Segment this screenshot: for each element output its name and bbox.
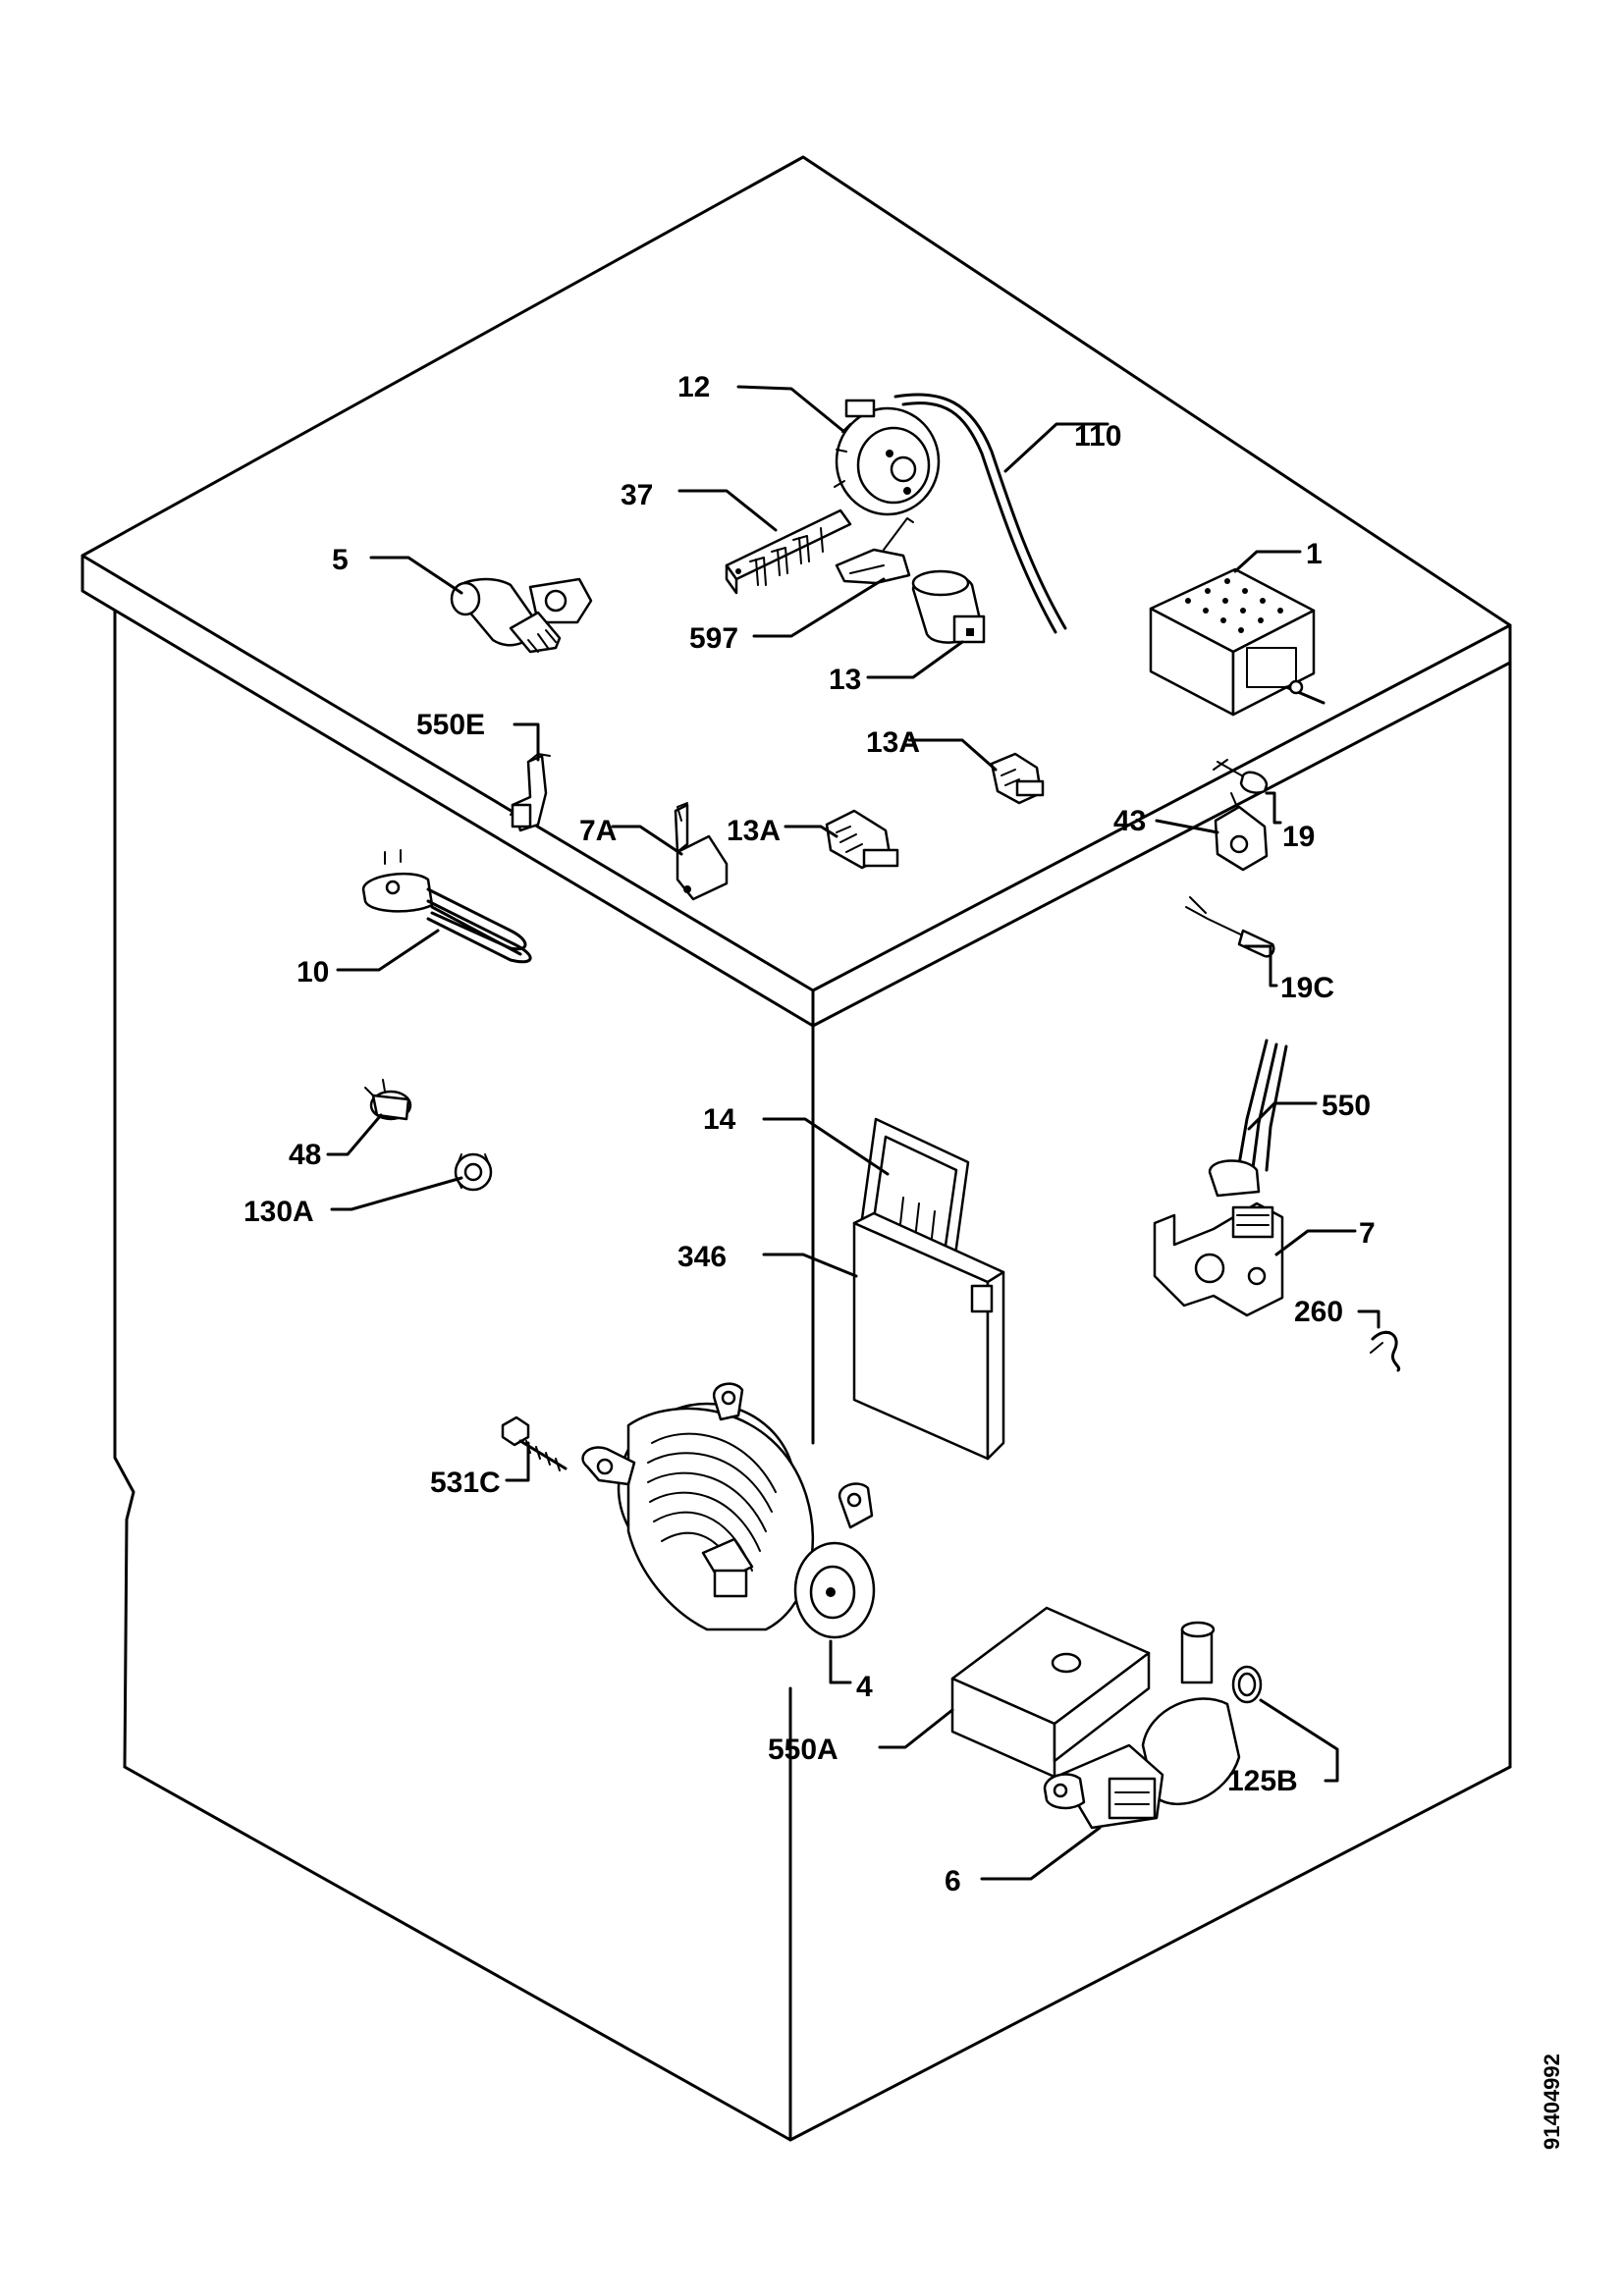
label-part-10: 10	[297, 956, 329, 988]
leader-lines	[326, 385, 1380, 1881]
label-part-12: 12	[677, 371, 710, 403]
label-part-19: 19	[1282, 821, 1315, 853]
inlet-valve	[450, 577, 593, 654]
nut	[454, 1152, 493, 1192]
pressure-switch	[834, 399, 941, 516]
thermostat-assembly	[1185, 759, 1275, 958]
connector-13	[990, 752, 1045, 805]
label-part-48: 48	[289, 1139, 321, 1171]
label-part-4: 4	[856, 1671, 873, 1703]
part-labels: 12 110 37 1 5 597 13 550E 13A 7A 13A 43 …	[243, 371, 1376, 1897]
label-part-7: 7	[1359, 1217, 1376, 1250]
label-part-1: 1	[1306, 538, 1323, 570]
capacitor	[911, 569, 986, 644]
label-part-125b: 125B	[1227, 1765, 1298, 1797]
cover	[950, 1606, 1151, 1779]
label-part-14: 14	[703, 1103, 736, 1136]
drain-pump	[1043, 1621, 1263, 1830]
door-switch-7a	[674, 802, 729, 901]
label-part-19c: 19C	[1280, 972, 1334, 1004]
label-part-346: 346	[677, 1241, 727, 1273]
terminal-block	[725, 508, 852, 595]
label-part-43: 43	[1113, 805, 1146, 837]
programme-timer	[1149, 567, 1325, 717]
door-lock-assembly	[1153, 1039, 1401, 1372]
label-part-7a: 7A	[579, 815, 617, 847]
label-part-550a: 550A	[768, 1734, 839, 1766]
cabinet-outline	[81, 155, 1512, 2142]
label-part-37: 37	[621, 479, 653, 511]
heating-element	[361, 849, 532, 964]
label-part-6: 6	[945, 1865, 961, 1897]
screw	[501, 1415, 568, 1471]
label-part-110: 110	[1074, 420, 1121, 453]
pressure-hose	[893, 393, 1067, 634]
label-part-11: 13	[829, 664, 861, 696]
label-part-550: 550	[1322, 1090, 1371, 1122]
drive-motor	[581, 1382, 876, 1639]
document-code: 91404992	[1540, 2054, 1564, 2150]
label-part-5: 5	[332, 544, 349, 576]
bracket-550e	[510, 753, 551, 832]
label-part-13a: 13A	[727, 815, 781, 847]
label-part-531c: 531C	[430, 1467, 501, 1499]
label-part-13: 13A	[866, 726, 920, 759]
bracket	[835, 517, 914, 585]
label-part-550e: 550E	[416, 709, 485, 741]
thermostat-disc	[364, 1079, 412, 1121]
connector-13a	[825, 809, 899, 870]
label-part-597: 597	[689, 622, 738, 655]
label-part-130a: 130A	[243, 1196, 314, 1228]
detergent-dispenser	[852, 1117, 1005, 1461]
label-part-260: 260	[1294, 1296, 1343, 1328]
